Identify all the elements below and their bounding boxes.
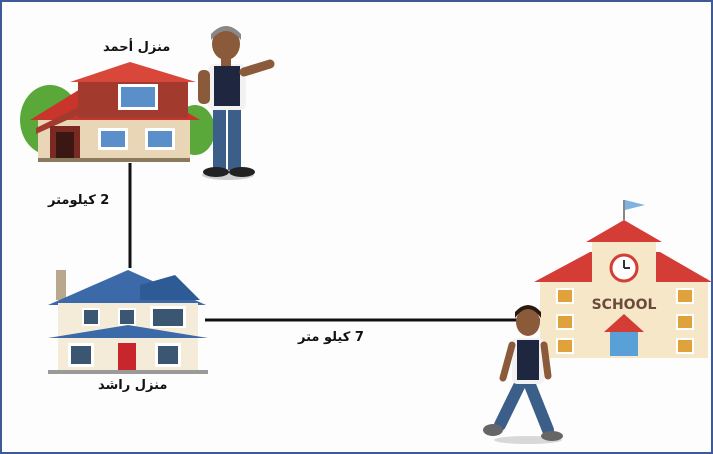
distance-rashed-school-label: 7 كيلو متر xyxy=(298,330,364,345)
rashed-house-icon xyxy=(48,270,208,374)
ahmed-house-label: منزل أحمد xyxy=(103,40,171,55)
school-sign: SCHOOL xyxy=(592,297,657,313)
ahmed-person-icon xyxy=(198,26,275,180)
rashed-house-label: منزل راشد xyxy=(98,378,168,393)
rashed-person-icon xyxy=(483,305,563,444)
school-icon: SCHOOL xyxy=(534,200,712,358)
ahmed-house-icon xyxy=(20,62,215,162)
distance-ahmed-rashed-label: 2 كيلومتر xyxy=(48,193,110,208)
